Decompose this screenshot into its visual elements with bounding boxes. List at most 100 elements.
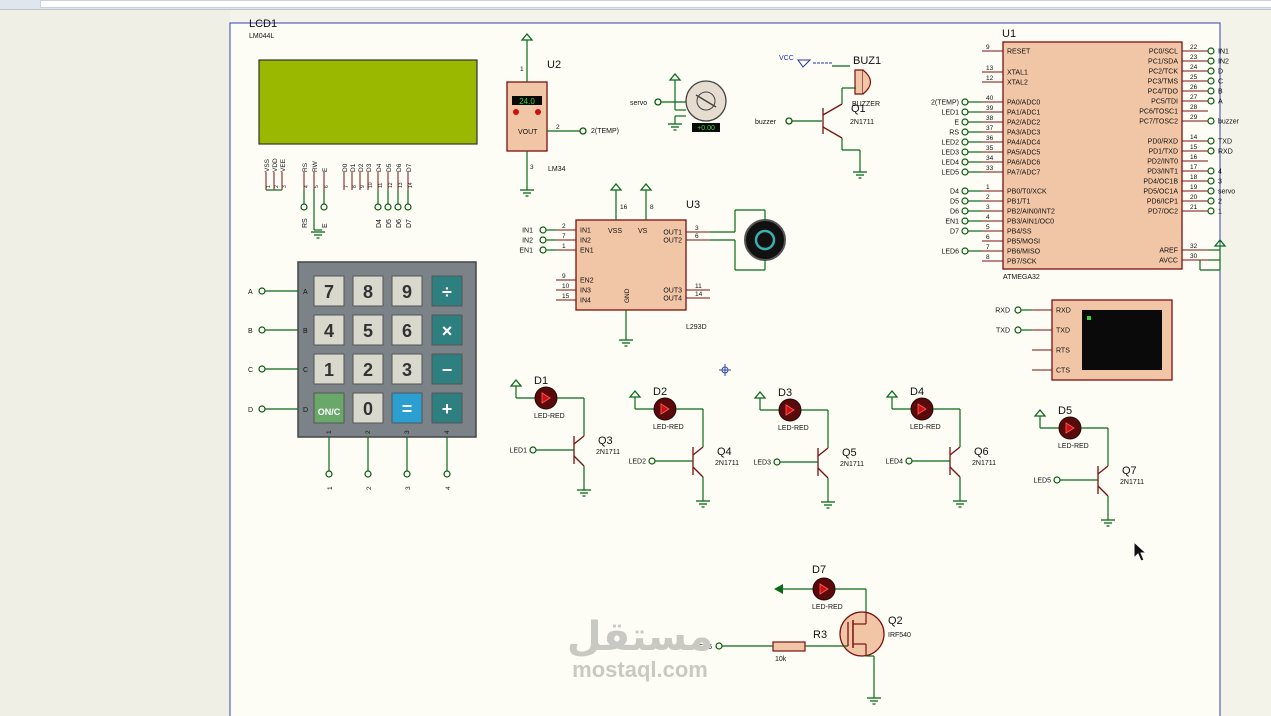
u1-net-terminal[interactable] bbox=[1207, 207, 1215, 215]
u1-net-terminal[interactable] bbox=[1207, 147, 1215, 155]
keypad-key[interactable] bbox=[313, 392, 345, 424]
u1-net-terminal[interactable] bbox=[961, 168, 969, 176]
keypad-row-terminal[interactable] bbox=[258, 405, 266, 413]
keypad-key[interactable] bbox=[431, 353, 463, 385]
u1-net-terminal[interactable] bbox=[1207, 167, 1215, 175]
keypad-col-terminal[interactable] bbox=[443, 470, 451, 478]
keypad-col-terminal[interactable] bbox=[364, 470, 372, 478]
keypad-key[interactable] bbox=[352, 353, 384, 385]
keypad-key[interactable] bbox=[431, 392, 463, 424]
u1-net-label: E bbox=[954, 120, 959, 127]
u1-net-terminal[interactable] bbox=[961, 187, 969, 195]
u1-net-terminal[interactable] bbox=[1207, 77, 1215, 85]
dc-motor[interactable] bbox=[744, 219, 786, 261]
u1-net-terminal[interactable] bbox=[961, 148, 969, 156]
u1-net-terminal[interactable] bbox=[961, 98, 969, 106]
buzzer-terminal[interactable] bbox=[785, 117, 793, 125]
u3-ref: U3 bbox=[686, 199, 700, 211]
terminal-net-terminal[interactable] bbox=[1014, 306, 1022, 314]
lcd-net-terminal[interactable] bbox=[320, 203, 328, 211]
lcd-net-terminal[interactable] bbox=[374, 203, 382, 211]
keypad-key[interactable] bbox=[431, 314, 463, 346]
led-net-terminal[interactable] bbox=[529, 446, 537, 454]
keypad-key[interactable] bbox=[431, 275, 463, 307]
transistor-collector bbox=[1097, 465, 1109, 475]
servo-motor[interactable]: servo +0.00 bbox=[630, 73, 727, 132]
keypad-col-terminal[interactable] bbox=[403, 470, 411, 478]
lcd-net-terminal[interactable] bbox=[384, 203, 392, 211]
led-net-terminal[interactable] bbox=[773, 458, 781, 466]
keypad-key[interactable] bbox=[313, 314, 345, 346]
keypad-key[interactable] bbox=[352, 314, 384, 346]
keypad-key[interactable] bbox=[352, 392, 384, 424]
temp-sensor-u2[interactable]: U2 24.0 VOUT 1 2 3 2(TEMP) LM34 bbox=[506, 33, 619, 197]
u1-net-terminal[interactable] bbox=[1207, 57, 1215, 65]
keypad-row-terminal[interactable] bbox=[258, 365, 266, 373]
u1-net-terminal[interactable] bbox=[1207, 177, 1215, 185]
keypad-key[interactable] bbox=[313, 275, 345, 307]
lcd-net-terminal[interactable] bbox=[300, 203, 308, 211]
u1-net-terminal[interactable] bbox=[961, 197, 969, 205]
u3-net-terminal[interactable] bbox=[539, 246, 547, 254]
document-tab[interactable] bbox=[40, 0, 1271, 8]
u1-net-terminal[interactable] bbox=[1207, 117, 1215, 125]
u1-net-terminal[interactable] bbox=[961, 128, 969, 136]
keypad-col-terminal[interactable] bbox=[325, 470, 333, 478]
lcd-module[interactable]: LCD1 LM044L VSS1VDD2VEE3RS4RW5E6D07D18D2… bbox=[249, 18, 478, 239]
u2-terminal[interactable] bbox=[579, 127, 587, 135]
u3-net-terminal[interactable] bbox=[539, 236, 547, 244]
u3-net-terminal[interactable] bbox=[539, 226, 547, 234]
u1-net-terminal[interactable] bbox=[961, 138, 969, 146]
servo-terminal[interactable] bbox=[654, 98, 662, 106]
u3-pins: 2IN1IN17IN2IN21EN1EN19EN210IN315IN43OUT1… bbox=[519, 183, 710, 305]
keypad-row-terminal[interactable] bbox=[258, 287, 266, 295]
led-driver-stages[interactable]: D1LED-REDQ32N1711LED1D2LED-REDQ42N1711LE… bbox=[509, 375, 1144, 527]
u3-pin-number: 14 bbox=[695, 291, 703, 298]
led-net-terminal[interactable] bbox=[905, 457, 913, 465]
u1-net-terminal[interactable] bbox=[1207, 197, 1215, 205]
terminal-net-terminal[interactable] bbox=[1014, 326, 1022, 334]
u1-pin-label: AVCC bbox=[1159, 258, 1178, 265]
u1-net-terminal[interactable] bbox=[961, 217, 969, 225]
u1-net-terminal[interactable] bbox=[961, 118, 969, 126]
u2-button-left[interactable] bbox=[513, 109, 519, 115]
keypad-col-label: 3 bbox=[404, 430, 411, 434]
keypad-key[interactable] bbox=[391, 314, 423, 346]
led-net-terminal[interactable] bbox=[1053, 476, 1061, 484]
keypad-row-terminal[interactable] bbox=[258, 326, 266, 334]
led-net-terminal[interactable] bbox=[648, 457, 656, 465]
u1-net-terminal[interactable] bbox=[1207, 187, 1215, 195]
u1-net-terminal[interactable] bbox=[1207, 47, 1215, 55]
u1-net-terminal[interactable] bbox=[1207, 67, 1215, 75]
lcd-net-terminal[interactable] bbox=[394, 203, 402, 211]
u1-net-terminal[interactable] bbox=[1207, 87, 1215, 95]
u1-net-terminal[interactable] bbox=[961, 247, 969, 255]
u1-net-terminal[interactable] bbox=[1207, 97, 1215, 105]
lcd-net-terminal[interactable] bbox=[404, 203, 412, 211]
buzzer-stage[interactable]: VCC BUZ1 BUZZER Q1 2N1711 buzzer bbox=[755, 55, 881, 179]
keypad-key[interactable] bbox=[313, 353, 345, 385]
u2-button-right[interactable] bbox=[535, 109, 541, 115]
u1-net-terminal[interactable] bbox=[961, 207, 969, 215]
keypad-key[interactable] bbox=[391, 353, 423, 385]
u1-net-terminal[interactable] bbox=[961, 227, 969, 235]
u1-net-terminal[interactable] bbox=[1207, 137, 1215, 145]
keypad-key[interactable] bbox=[391, 392, 423, 424]
motor-driver-u3[interactable]: U3 L293D 2IN1IN17IN2IN21EN1EN19EN210IN31… bbox=[519, 183, 786, 347]
keypad-key[interactable] bbox=[352, 275, 384, 307]
keypad-key[interactable] bbox=[391, 275, 423, 307]
u1-net-terminal[interactable] bbox=[961, 108, 969, 116]
microcontroller-u1[interactable]: U1 ATMEGA32 9RESET13XTAL112XTAL240PA0/AD… bbox=[931, 28, 1240, 281]
led-net-terminal[interactable] bbox=[715, 642, 723, 650]
u1-net-terminal[interactable] bbox=[961, 158, 969, 166]
